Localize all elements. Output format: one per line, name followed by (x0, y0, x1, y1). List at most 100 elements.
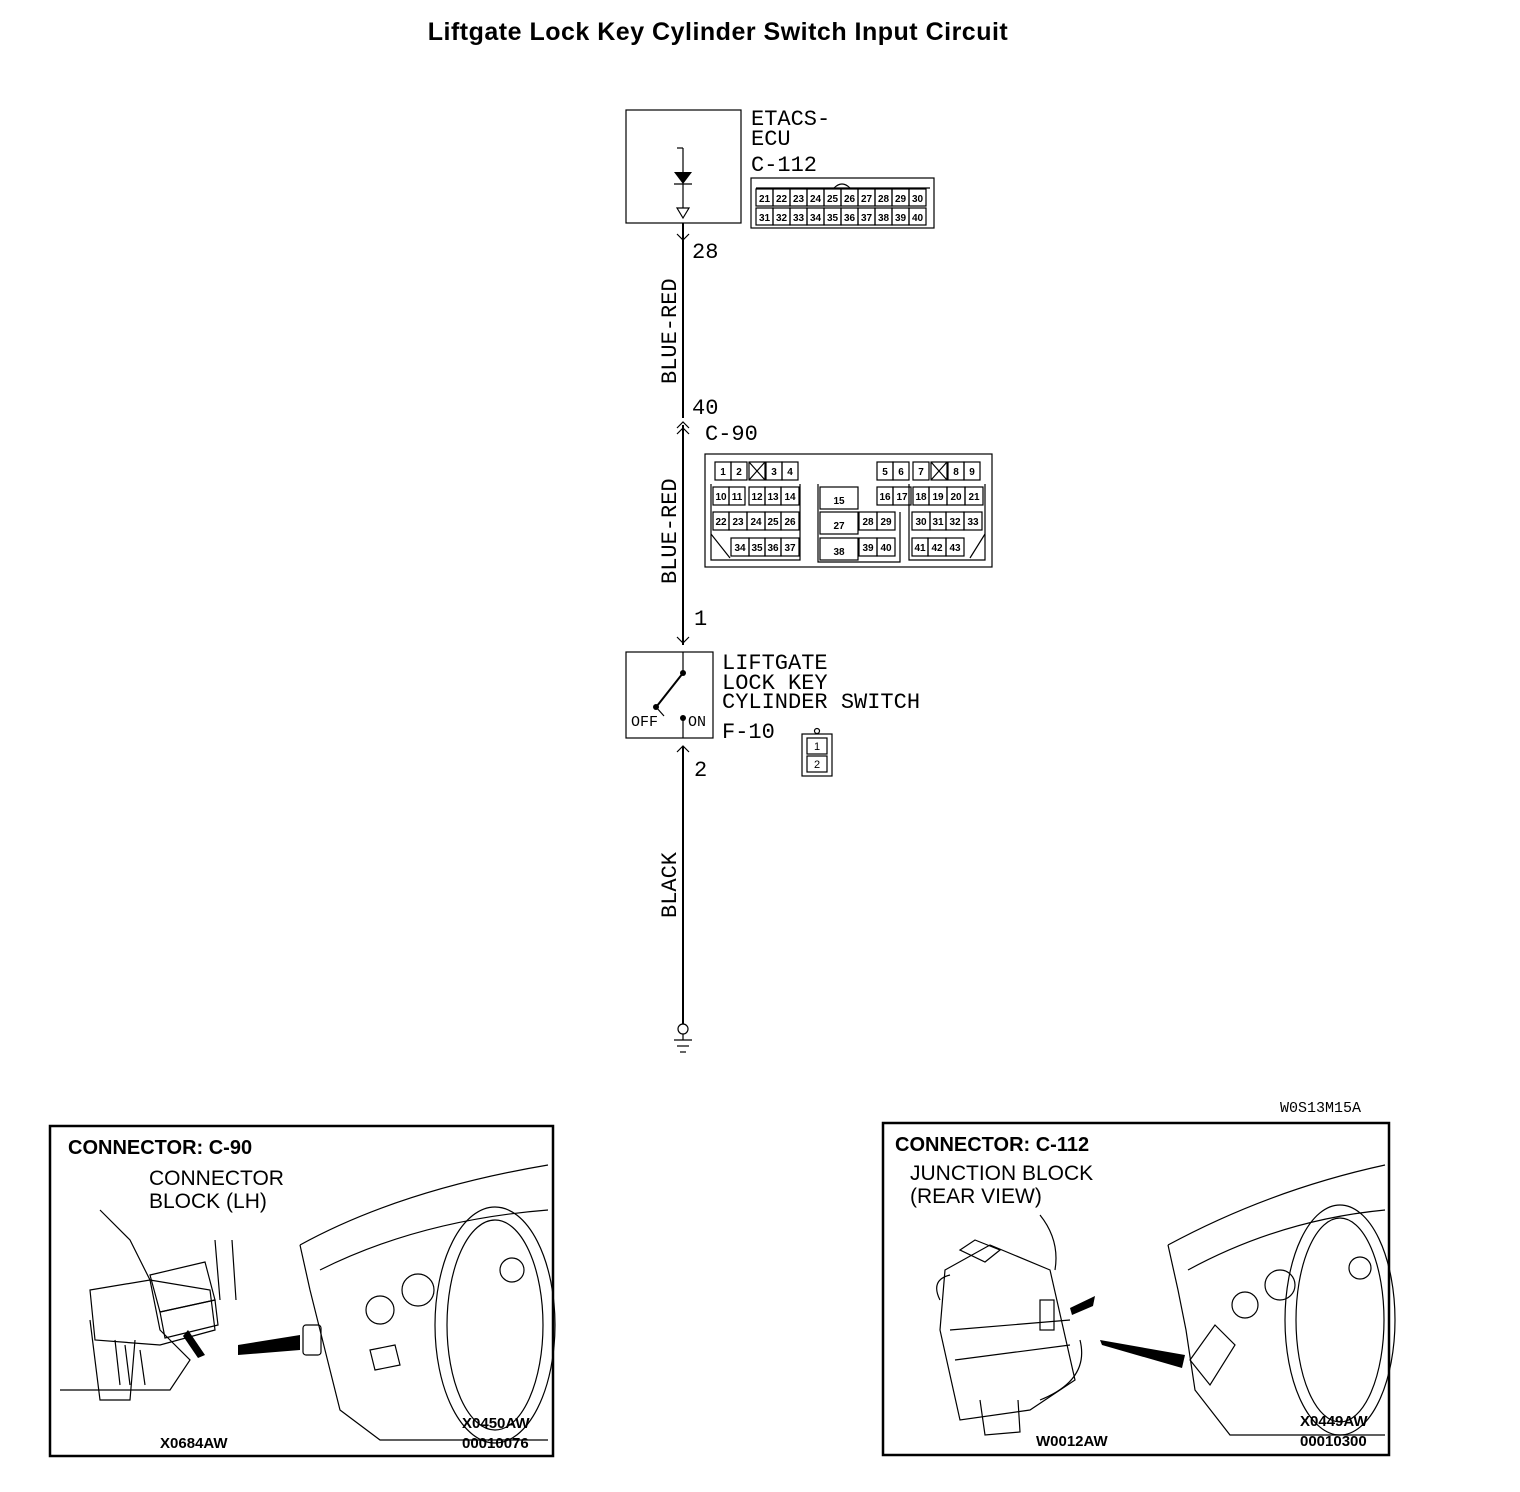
panel-c90-desc-line1: CONNECTOR (149, 1167, 284, 1190)
c112-pin-label: 32 (776, 213, 788, 224)
c90-pin-label: 1 (720, 467, 726, 478)
c112-pin-label: 27 (861, 194, 873, 205)
c90-pin-cell (819, 511, 859, 535)
c90-pin-label: 26 (784, 517, 796, 528)
diagram-title: Liftgate Lock Key Cylinder Switch Input … (428, 18, 1009, 46)
c90-pin-label: 11 (732, 492, 743, 503)
c90-pin-label: 36 (767, 543, 779, 554)
switch-pin1-chevron (676, 636, 690, 644)
c112-pin-label: 26 (844, 194, 856, 205)
panel-c90: CONNECTOR: C-90 CONNECTOR BLOCK (LH) (48, 1124, 556, 1458)
c90-empty-cross (930, 461, 948, 481)
panel-c90-code-right1: X0450AW (462, 1415, 530, 1432)
c90-empty-cross (748, 461, 766, 481)
pin-chevron (676, 233, 690, 241)
c90-pin-label: 8 (953, 467, 959, 478)
c90-empty-cavity (930, 461, 948, 481)
etacs-pin-number: 28 (692, 240, 718, 265)
c90-pin-cell (876, 511, 896, 531)
c90-pin-label: 7 (918, 467, 924, 478)
c90-pin-label: 9 (969, 467, 975, 478)
panel-c90-code-left: X0684AW (160, 1435, 228, 1452)
c90-pin-cell (963, 461, 981, 481)
c90-pin-cell (912, 461, 930, 481)
switch-pin2-number: 2 (694, 758, 707, 783)
c90-pin-cell (876, 537, 896, 557)
c90-pin-label: 4 (787, 467, 793, 478)
etacs-connector-id: C-112 (751, 153, 817, 178)
switch-contact-icon (653, 652, 686, 738)
liftgate-switch-block: OFF ON (625, 651, 714, 739)
c90-pin-cell (892, 486, 912, 506)
c90-housing-outline (710, 484, 986, 563)
c90-pin-cell (964, 486, 984, 506)
c112-pin-cell (908, 207, 927, 226)
panel-c90-desc-line2: BLOCK (LH) (149, 1190, 267, 1213)
c90-pin-cell (781, 461, 799, 481)
wire-color-upper: BLUE-RED (658, 278, 683, 384)
c90-pin-cell (892, 461, 910, 481)
c112-pin-label: 35 (827, 213, 839, 224)
junction-block-illustration (936, 1214, 1095, 1436)
c90-pin-cell (945, 537, 965, 557)
ground-icon (674, 1023, 692, 1053)
c90-pin-label: 38 (833, 547, 845, 558)
c90-pin-label: 33 (967, 517, 979, 528)
c90-pin-label: 12 (751, 492, 763, 503)
c90-pin-cell (780, 511, 800, 531)
wire-color-lower: BLACK (658, 851, 683, 918)
panel-c112-heading: CONNECTOR: C-112 (895, 1134, 1089, 1156)
c112-pin-label: 22 (776, 194, 788, 205)
c112-pin-label: 40 (912, 213, 924, 224)
c90-pin-label: 16 (879, 492, 891, 503)
c112-pin-label: 39 (895, 213, 907, 224)
c112-pin-label: 28 (878, 194, 890, 205)
switch-label-line1: LIFTGATE (722, 651, 828, 676)
c112-pin-label: 34 (810, 213, 822, 224)
c90-pin-label: 3 (771, 467, 777, 478)
c112-pin-label: 21 (759, 194, 771, 205)
c90-pin-label: 41 (914, 543, 926, 554)
c90-pin-label: 20 (950, 492, 962, 503)
c90-pin-label: 25 (767, 517, 779, 528)
c90-pin-cell (728, 486, 746, 506)
f10-pin-2: 2 (814, 759, 820, 771)
c90-pin-label: 30 (915, 517, 927, 528)
c90-pin-label: 21 (968, 492, 980, 503)
etacs-label-line1: ETACS- (751, 107, 830, 132)
switch-pin1-number: 1 (694, 607, 707, 632)
panel-c112-desc-line2: (REAR VIEW) (910, 1185, 1042, 1208)
c90-pin-label: 15 (833, 496, 845, 507)
c90-pin-cell (963, 511, 983, 531)
c90-pin-label: 43 (949, 543, 961, 554)
switch-off-label: OFF (631, 714, 658, 731)
c90-pin-label: 31 (932, 517, 944, 528)
c90-pin-number: 40 (692, 396, 718, 421)
c90-connector-id: C-90 (705, 422, 758, 447)
c90-pin-label: 18 (915, 492, 927, 503)
panel-c112-code-right2: 00010300 (1300, 1433, 1367, 1450)
c90-pin-label: 37 (784, 543, 796, 554)
c90-pin-cell (780, 537, 800, 557)
c90-pin-label: 35 (751, 543, 763, 554)
switch-connector-id: F-10 (722, 720, 775, 745)
connector-block-illustration (60, 1209, 237, 1401)
c90-pin-cell (819, 486, 859, 510)
f10-connector-face: 1 2 (801, 727, 833, 777)
c90-pin-label: 17 (896, 492, 908, 503)
f10-pin-1: 1 (814, 741, 820, 753)
c90-pin-cell (780, 486, 800, 506)
c90-empty-cavity (748, 461, 766, 481)
c112-pin-label: 25 (827, 194, 839, 205)
c112-pin-label: 37 (861, 213, 873, 224)
c90-pin-label: 13 (767, 492, 779, 503)
c90-pin-label: 14 (784, 492, 796, 503)
c90-pin-cell (730, 461, 748, 481)
c112-pin-label: 36 (844, 213, 856, 224)
c90-pin-label: 39 (862, 543, 874, 554)
c112-pin-label: 31 (759, 213, 771, 224)
c90-chevron (676, 421, 690, 435)
c112-pin-label: 33 (793, 213, 805, 224)
c90-housing-bevel (710, 533, 986, 559)
